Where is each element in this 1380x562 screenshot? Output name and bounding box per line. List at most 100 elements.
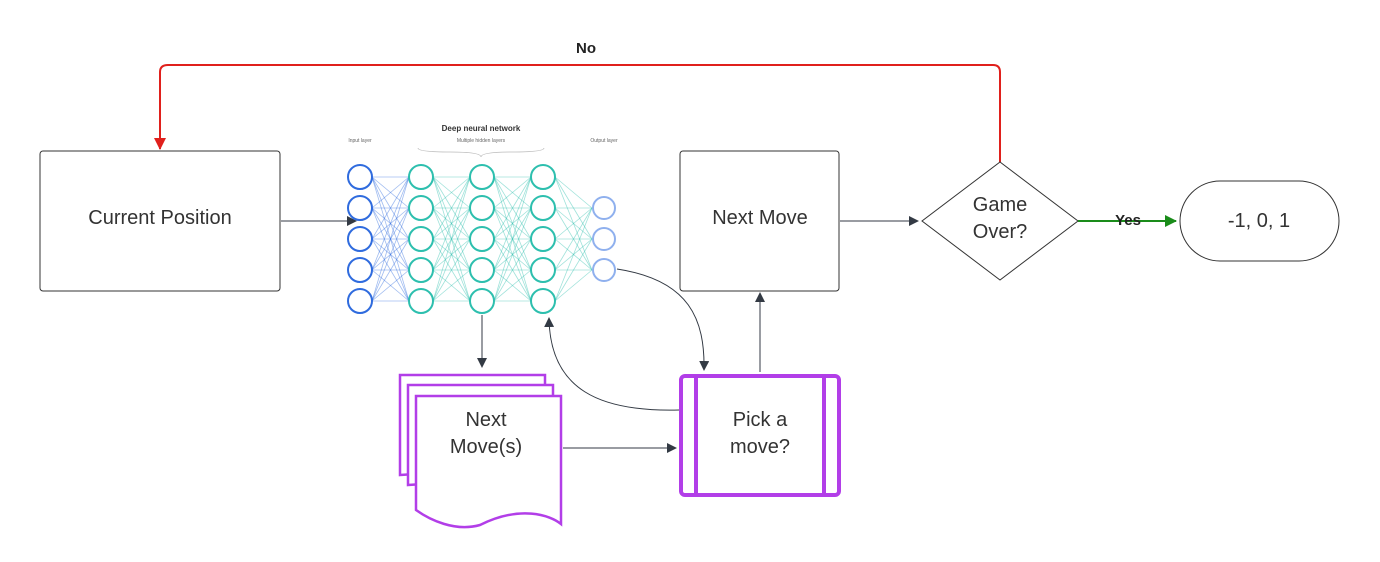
current-position-label: Current Position [88, 207, 231, 229]
edge-pick-to-network [544, 317, 680, 411]
network-connection [432, 207, 471, 240]
network-connection [371, 207, 410, 271]
hidden-neuron [530, 257, 556, 283]
network-connection [493, 176, 532, 271]
result-node[interactable] [1179, 180, 1340, 262]
network-connection [493, 176, 532, 302]
network-connection [432, 238, 471, 302]
next-move-node[interactable] [679, 150, 840, 292]
network-connection [371, 207, 410, 240]
next-moves-label-line2: Move(s) [450, 436, 522, 458]
network-connection [371, 176, 410, 302]
network-connection [554, 238, 593, 271]
hidden-neuron [469, 164, 495, 190]
network-connection [371, 176, 410, 302]
network-connection [371, 176, 410, 209]
hidden-neuron [469, 257, 495, 283]
next-moves-label-line1: Next [465, 409, 507, 431]
network-connection [554, 207, 593, 302]
game-over-node[interactable] [921, 161, 1079, 281]
network-connection [493, 207, 532, 271]
input-neuron [347, 195, 373, 221]
hidden-neuron [408, 164, 434, 190]
network-connection [554, 207, 593, 240]
network-connection [493, 176, 532, 240]
input-neuron [347, 164, 373, 190]
output-neuron [592, 196, 616, 220]
network-connection [493, 207, 532, 271]
network-connection [493, 269, 532, 302]
network-connection [371, 176, 410, 271]
input-neuron [347, 257, 373, 283]
network-connection [554, 238, 593, 302]
network-connection [493, 176, 532, 209]
hidden-neuron [408, 226, 434, 252]
network-connection [432, 176, 471, 240]
network-connection [493, 176, 532, 240]
network-connection [493, 207, 532, 302]
network-connection [432, 269, 471, 302]
network-connection [493, 207, 532, 240]
next-moves-node[interactable] [398, 373, 563, 529]
network-connection [493, 176, 532, 271]
hidden-neuron [530, 195, 556, 221]
hidden-neuron [469, 226, 495, 252]
neural-network-image: Deep neural network Multiple hidden laye… [347, 124, 618, 314]
pick-move-node[interactable] [679, 374, 841, 497]
network-connection [432, 269, 471, 302]
network-connection [432, 207, 471, 271]
edge-no [154, 64, 1001, 162]
network-connection [432, 238, 471, 302]
network-connection [371, 269, 410, 302]
network-connection [493, 207, 532, 240]
hidden-neuron [408, 257, 434, 283]
input-neuron [347, 226, 373, 252]
hidden-layers-bracket [417, 147, 545, 158]
network-connection [371, 176, 410, 240]
network-connection [432, 207, 471, 302]
network-connection [371, 238, 410, 271]
network-connection [432, 176, 471, 271]
network-connection [371, 269, 410, 302]
current-position-node[interactable] [39, 150, 281, 292]
network-connection [371, 207, 410, 240]
edge-no-label: No [576, 40, 596, 57]
network-connection [371, 238, 410, 302]
network-connection [493, 238, 532, 302]
hidden-neuron [469, 195, 495, 221]
network-connection [432, 176, 471, 302]
hidden-neuron [408, 195, 434, 221]
input-neuron [347, 288, 373, 314]
network-subtitle: Multiple hidden layers [457, 138, 506, 144]
hidden-neuron [469, 288, 495, 314]
network-connection [493, 176, 532, 302]
network-connection [371, 207, 410, 271]
edge-yes-label: Yes [1115, 212, 1141, 229]
pick-move-label-line2: move? [730, 436, 790, 458]
network-connection [371, 238, 410, 302]
hidden-neuron [530, 226, 556, 252]
hidden-neuron [530, 288, 556, 314]
network-connection [554, 176, 593, 240]
output-neuron [592, 258, 616, 282]
network-title: Deep neural network [442, 124, 521, 133]
network-connection [554, 269, 593, 302]
output-neuron [592, 227, 616, 251]
network-connection [493, 238, 532, 271]
network-connection [554, 207, 593, 271]
network-connection [371, 176, 410, 240]
network-connection [554, 238, 593, 271]
network-connection [432, 176, 471, 209]
network-connection [371, 238, 410, 271]
network-connection [371, 176, 410, 271]
network-connection [371, 176, 410, 209]
pick-move-label-line1: Pick a [733, 409, 788, 431]
network-output-layer-label: Output layer [590, 138, 618, 144]
network-connection [432, 238, 471, 271]
network-connection [371, 207, 410, 302]
network-connection [493, 269, 532, 302]
edge-network-output-to-pick [616, 268, 710, 371]
next-move-label: Next Move [712, 207, 808, 229]
network-connection [432, 176, 471, 209]
hidden-neuron [408, 288, 434, 314]
